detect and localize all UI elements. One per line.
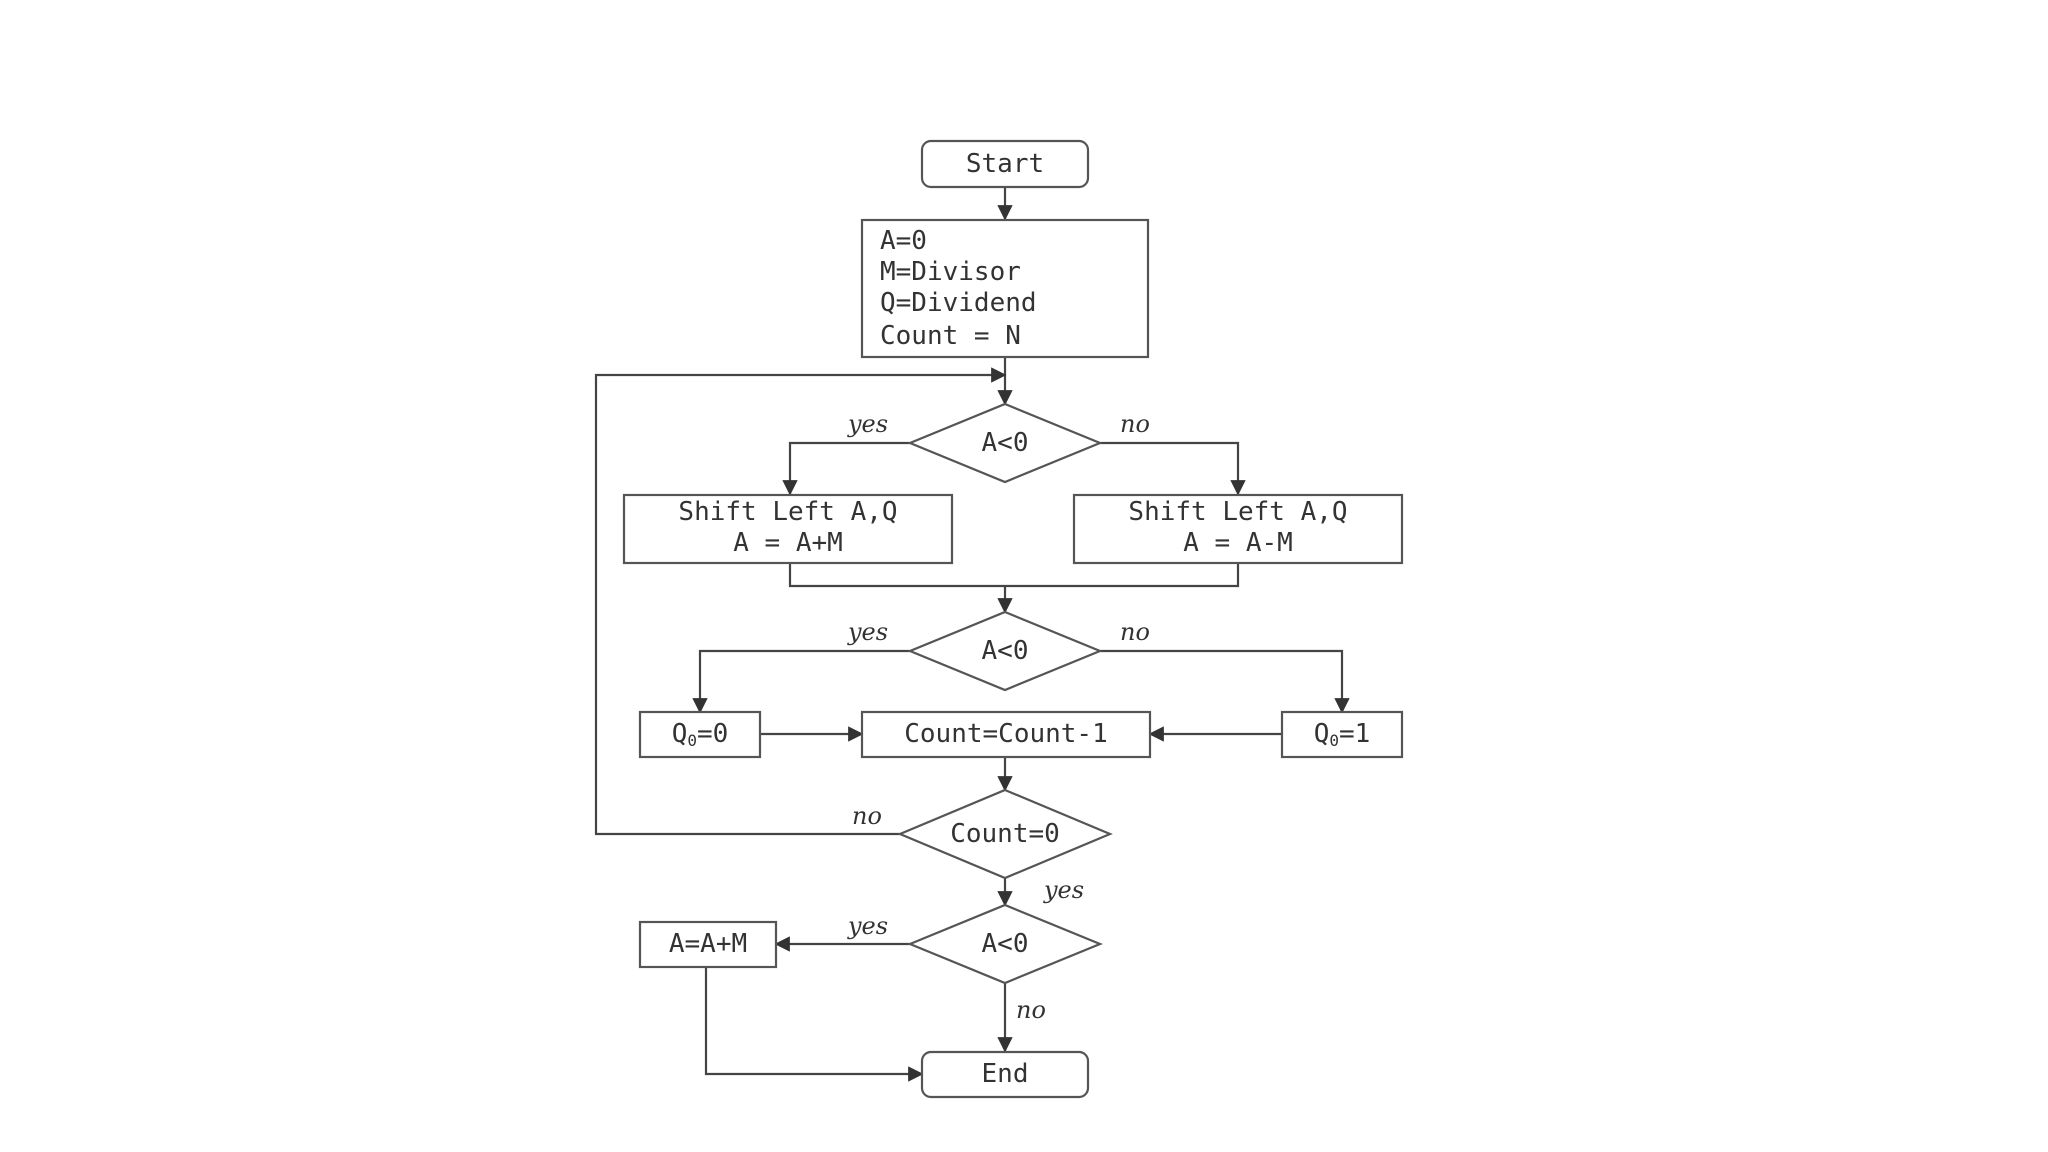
decision-1-label: A<0: [982, 428, 1029, 458]
q0-one-subscript: 0: [1329, 731, 1339, 750]
count-decrement-label: Count=Count-1: [904, 719, 1108, 749]
q0-zero-base: Q: [672, 719, 688, 749]
end-node: End: [920, 1050, 1090, 1099]
init-line-3: Q=Dividend: [880, 288, 1037, 318]
edge-cond2-yes: [692, 649, 910, 714]
init-line-4: Count = N: [880, 321, 1021, 351]
decision-count-label: Count=0: [950, 819, 1060, 849]
edge-merge-shifts: [788, 563, 1240, 588]
edge-labels: yes no yes no no yes yes no: [847, 410, 1150, 1024]
q0-zero-node: Q0=0: [638, 710, 762, 759]
edge-loop-back: [594, 367, 1007, 836]
shift-add-line-2: A = A+M: [733, 528, 843, 558]
label-cond2-yes: yes: [847, 618, 888, 646]
q0-one-node: Q0=1: [1280, 710, 1404, 759]
shift-add-node: Shift Left A,Q A = A+M: [622, 493, 954, 565]
count-decrement-node: Count=Count-1: [860, 710, 1152, 759]
shift-sub-line-2: A = A-M: [1183, 528, 1293, 558]
shift-add-line-1: Shift Left A,Q: [678, 497, 897, 527]
q0-zero-label: Q0=0: [672, 719, 729, 750]
init-node: A=0 M=Divisor Q=Dividend Count = N: [860, 218, 1150, 359]
edge-restore-end: [704, 967, 924, 1082]
label-cond1-no: no: [1120, 410, 1150, 438]
edge-cond1-yes: [782, 441, 910, 496]
label-cond3-yes: yes: [847, 912, 888, 940]
q0-one-rest: =1: [1339, 719, 1370, 749]
decision-a-negative-3: A<0: [907, 903, 1103, 985]
q0-one-label: Q0=1: [1314, 719, 1371, 750]
start-node: Start: [920, 139, 1090, 189]
edges: [594, 187, 1350, 1082]
label-check-yes: yes: [1043, 876, 1084, 904]
label-cond3-no: no: [1016, 996, 1046, 1024]
edge-cond1-no: [1100, 441, 1246, 496]
end-label: End: [982, 1059, 1029, 1089]
restore-label: A=A+M: [669, 929, 747, 959]
restore-node: A=A+M: [638, 920, 778, 969]
label-cond2-no: no: [1120, 618, 1150, 646]
decision-3-label: A<0: [982, 929, 1029, 959]
init-line-2: M=Divisor: [880, 257, 1021, 287]
q0-one-base: Q: [1314, 719, 1330, 749]
edge-cond2-no: [1100, 649, 1350, 714]
shift-sub-line-1: Shift Left A,Q: [1128, 497, 1347, 527]
label-cond1-yes: yes: [847, 410, 888, 438]
q0-zero-subscript: 0: [687, 731, 697, 750]
q0-zero-rest: =0: [697, 719, 728, 749]
start-label: Start: [966, 149, 1044, 179]
shift-sub-node: Shift Left A,Q A = A-M: [1072, 493, 1404, 565]
decision-count-zero: Count=0: [897, 788, 1113, 880]
decision-a-negative-2: A<0: [907, 610, 1103, 692]
decision-2-label: A<0: [982, 636, 1029, 666]
decision-a-negative-1: A<0: [907, 402, 1103, 484]
init-line-1: A=0: [880, 226, 927, 256]
label-check-no: no: [852, 802, 882, 830]
